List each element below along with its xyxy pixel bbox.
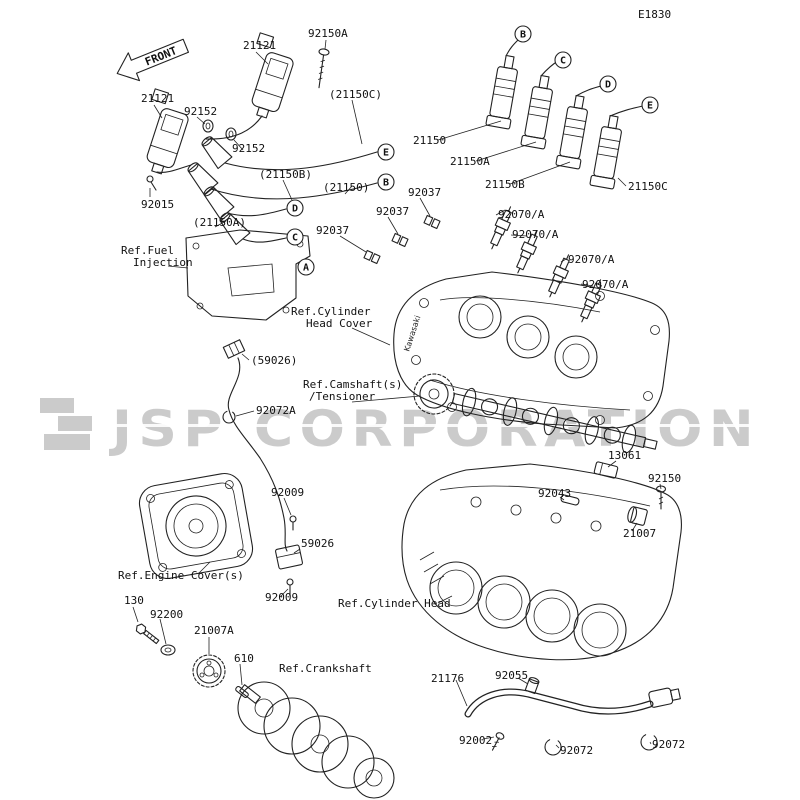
part-label: 92072 [652, 738, 685, 751]
part-label: 92009 [265, 591, 298, 604]
watermark-logo-block [40, 398, 74, 413]
bolt-92150a-drawing [317, 48, 330, 89]
watermark: JSP CORPORATION [40, 398, 768, 458]
part-label: 92055 [495, 669, 528, 682]
part-label: (21150A) [193, 216, 246, 229]
ref-label: Ref.Cylinder Head [338, 597, 451, 610]
part-label: 21007A [194, 624, 234, 637]
ignition-coil-top-drawing [251, 32, 294, 119]
ref-label: Ref.Cylinder [291, 305, 371, 318]
ref-label: /Tensioner [309, 390, 376, 403]
part-label: 92070/A [498, 208, 545, 221]
part-label: 13061 [608, 449, 641, 462]
part-labels: 92150A 21121 21121 92152 92152 (21150C) … [124, 27, 685, 757]
camshaft-drawing [413, 373, 658, 454]
part-label: 21121 [243, 39, 276, 52]
part-label: 130 [124, 594, 144, 607]
part-label: 21150C [628, 180, 668, 193]
callouts-right: B C D E [514, 25, 659, 114]
ref-label: Ref.Fuel [121, 244, 174, 257]
screw-92015-drawing [146, 175, 157, 191]
callout-letter: D [292, 204, 298, 215]
part-label: 610 [234, 652, 254, 665]
callout-letter: B [383, 178, 389, 189]
part-label: 92037 [376, 205, 409, 218]
ignition-coil-left-drawing [146, 88, 189, 175]
ref-label: Ref.Crankshaft [279, 662, 372, 675]
callout-letter: E [647, 101, 653, 112]
part-label: 21150A [450, 155, 490, 168]
watermark-logo-block [58, 416, 92, 431]
part-label: 21150B [485, 178, 525, 191]
part-label: 21121 [141, 92, 174, 105]
part-label: 92070/A [568, 253, 615, 266]
callout-letter: C [292, 233, 298, 244]
part-label: 92002 [459, 734, 492, 747]
fuel-injection-bracket-drawing [185, 229, 311, 321]
pickup-coil-harness-drawing [222, 339, 303, 597]
callout-letter: D [605, 80, 611, 91]
watermark-logo-block [44, 434, 90, 450]
part-label: 92072 [560, 744, 593, 757]
part-label: 21150 [413, 134, 446, 147]
part-label: 92015 [141, 198, 174, 211]
part-label: 92152 [232, 142, 265, 155]
callout-letter: B [520, 30, 526, 41]
watermark-stripe [108, 424, 768, 427]
grommet-92152-drawing [202, 119, 237, 141]
ref-label: Head Cover [306, 317, 373, 330]
cylinder-head-cover-drawing: Kawasaki [393, 271, 670, 429]
part-label: (59026) [251, 354, 297, 367]
pipe-assembly-drawing [464, 677, 681, 756]
watermark-text: JSP CORPORATION [109, 400, 760, 458]
ref-label: Ref.Engine Cover(s) [118, 569, 244, 582]
callouts-left: E B D C A [286, 143, 395, 276]
diagram-code: E1830 [638, 8, 671, 21]
leader-lines [132, 39, 662, 749]
part-label: 92037 [316, 224, 349, 237]
part-label: 92152 [184, 105, 217, 118]
part-label: (21150) [323, 181, 369, 194]
part-label: (21150C) [329, 88, 382, 101]
reference-labels: Ref.Fuel Injection Ref.Cylinder Head Cov… [118, 244, 451, 675]
part-label: 21176 [431, 672, 464, 685]
engine-cover-drawing [138, 472, 254, 580]
part-label: 92150 [648, 472, 681, 485]
part-label: 92037 [408, 186, 441, 199]
part-label: 92070/A [512, 228, 559, 241]
plug-wires-drawing [156, 115, 378, 243]
screw-92009-lower [286, 578, 294, 597]
part-label: 92072A [256, 404, 296, 417]
cylinder-head-drawing [401, 463, 682, 661]
part-label: 92200 [150, 608, 183, 621]
part-label: 92043 [538, 487, 571, 500]
callout-letter: A [303, 263, 309, 274]
part-label: 92009 [271, 486, 304, 499]
part-label: 92070/A [582, 278, 629, 291]
part-label: 59026 [301, 537, 334, 550]
part-label: 92150A [308, 27, 348, 40]
part-label: (21150B) [259, 168, 312, 181]
spark-plug-caps-drawing [485, 39, 644, 190]
clamps-92037-drawing [363, 214, 441, 265]
screw-92009-upper [289, 515, 297, 531]
ref-label: Injection [133, 256, 193, 269]
callout-letter: E [383, 148, 389, 159]
crankshaft-drawing [237, 681, 395, 799]
crank-sprocket-parts-drawing [135, 623, 249, 699]
part-label: 21007 [623, 527, 656, 540]
ref-label: Ref.Camshaft(s) [303, 378, 402, 391]
callout-letter: C [560, 56, 566, 67]
